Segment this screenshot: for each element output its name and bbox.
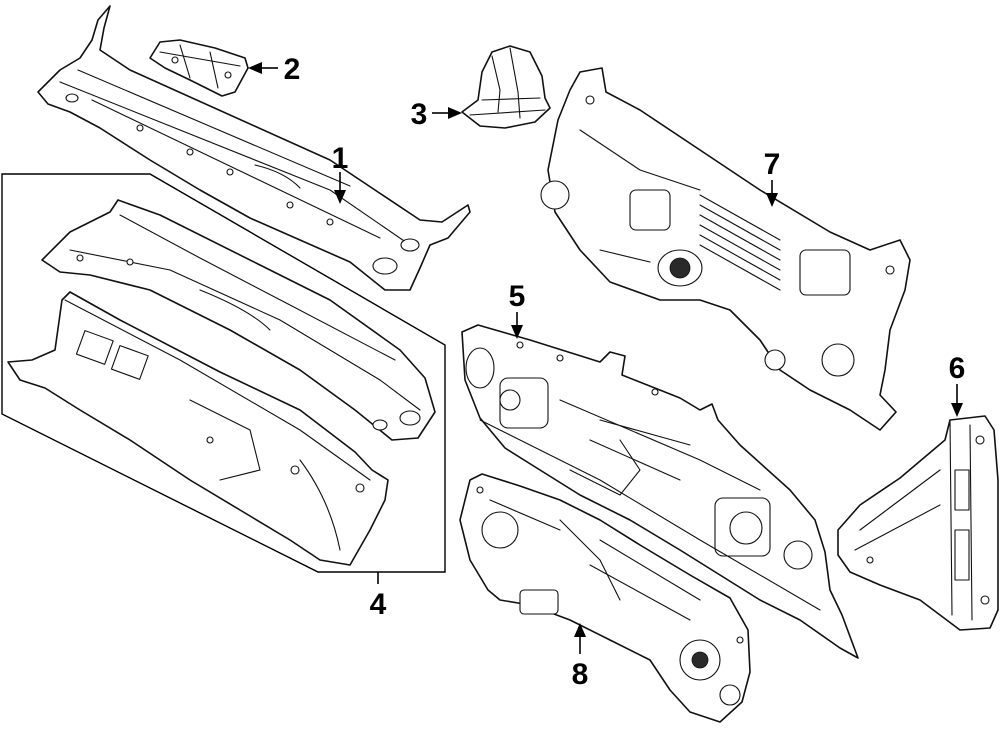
leader-6 bbox=[951, 384, 963, 417]
part-5-dash-panel bbox=[461, 324, 859, 659]
part-4-group-frame bbox=[1, 173, 446, 573]
part-8-lower-insulator bbox=[459, 473, 751, 723]
leader-5 bbox=[511, 312, 523, 339]
part-1-cowl-panel bbox=[37, 5, 471, 291]
leader-7 bbox=[766, 180, 778, 207]
callout-1: 1 bbox=[332, 142, 349, 175]
leader-1 bbox=[334, 172, 346, 204]
leader-2 bbox=[248, 62, 278, 74]
part-3-insulator-block bbox=[461, 45, 551, 129]
leader-8 bbox=[574, 623, 586, 654]
leader-3 bbox=[432, 107, 462, 119]
part-4-lower-cowl bbox=[7, 291, 389, 566]
callout-6: 6 bbox=[949, 352, 966, 385]
callout-8: 8 bbox=[572, 658, 589, 691]
part-4-upper-cowl bbox=[41, 199, 436, 441]
part-7-dash-insulator bbox=[540, 67, 911, 431]
callout-2: 2 bbox=[284, 53, 301, 86]
part-2-bracket bbox=[149, 39, 249, 97]
callout-3: 3 bbox=[411, 98, 428, 131]
part-6-side-panel bbox=[837, 415, 999, 631]
callout-5: 5 bbox=[509, 280, 526, 313]
callout-7: 7 bbox=[764, 148, 781, 181]
callout-4: 4 bbox=[370, 588, 387, 621]
